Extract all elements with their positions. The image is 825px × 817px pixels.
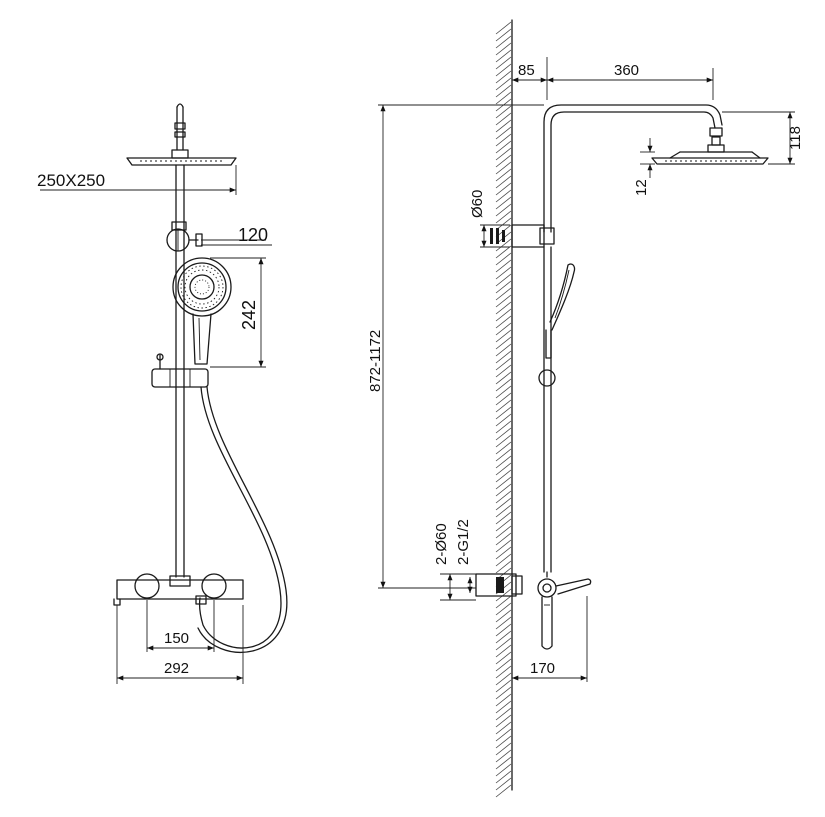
side-shower-arm [543, 104, 725, 233]
wall [495, 19, 513, 798]
front-top-pipe [174, 103, 186, 151]
front-overhead-shower-head [126, 149, 237, 166]
side-slider [538, 369, 556, 387]
dim-arm-length: 360 [614, 62, 639, 79]
dim-head-height: 118 [787, 126, 804, 150]
front-hand-shower [172, 257, 232, 365]
front-view: 250X250 120 242 150 292 [37, 103, 288, 684]
side-overhead-shower-head [651, 151, 769, 165]
front-slider [151, 353, 209, 388]
front-diverter [166, 221, 203, 252]
dim-thread-size: 2-G1/2 [455, 519, 472, 565]
side-hand-shower [545, 263, 576, 359]
dim-arm-offset: 120 [238, 225, 268, 245]
dim-head-thickness: 12 [633, 179, 650, 196]
dim-spout-projection: 170 [530, 660, 555, 677]
side-mixer [475, 571, 592, 650]
dim-inlet-centers: 150 [164, 630, 189, 647]
front-hose [197, 386, 288, 654]
dim-handshower-length: 242 [239, 300, 259, 330]
side-wall-bracket [490, 224, 555, 248]
dim-escutcheon-diameter: 2-Ø60 [433, 523, 450, 565]
front-riser-pipe [175, 164, 185, 578]
dim-height-range: 872-1172 [367, 330, 384, 392]
dim-mixer-width: 292 [164, 660, 189, 677]
front-thermostatic-mixer [113, 573, 244, 606]
side-view: 85 360 118 12 Ø60 872-1172 2-Ø60 2-G1/2 … [367, 19, 804, 798]
dim-wall-offset: 85 [518, 62, 535, 79]
side-riser-pipe [543, 246, 552, 573]
dim-head-size: 250X250 [37, 171, 105, 190]
dim-bracket-diameter: Ø60 [469, 190, 486, 218]
